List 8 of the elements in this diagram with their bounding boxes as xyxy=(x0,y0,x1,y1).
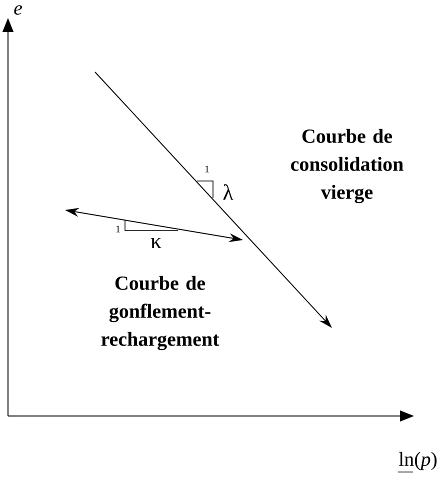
axis-label: ln(p) xyxy=(398,452,437,470)
slope-number: 1 xyxy=(116,226,120,232)
curve-label: Courbe de gonflement-rechargement xyxy=(101,276,220,350)
slope-number: 1 xyxy=(205,166,209,172)
axis-label: e xyxy=(14,5,22,15)
curve-label: Courbe de consolidation vierge xyxy=(291,128,404,204)
slope-symbol: κ xyxy=(150,238,162,248)
slope-symbol: λ xyxy=(223,184,234,200)
